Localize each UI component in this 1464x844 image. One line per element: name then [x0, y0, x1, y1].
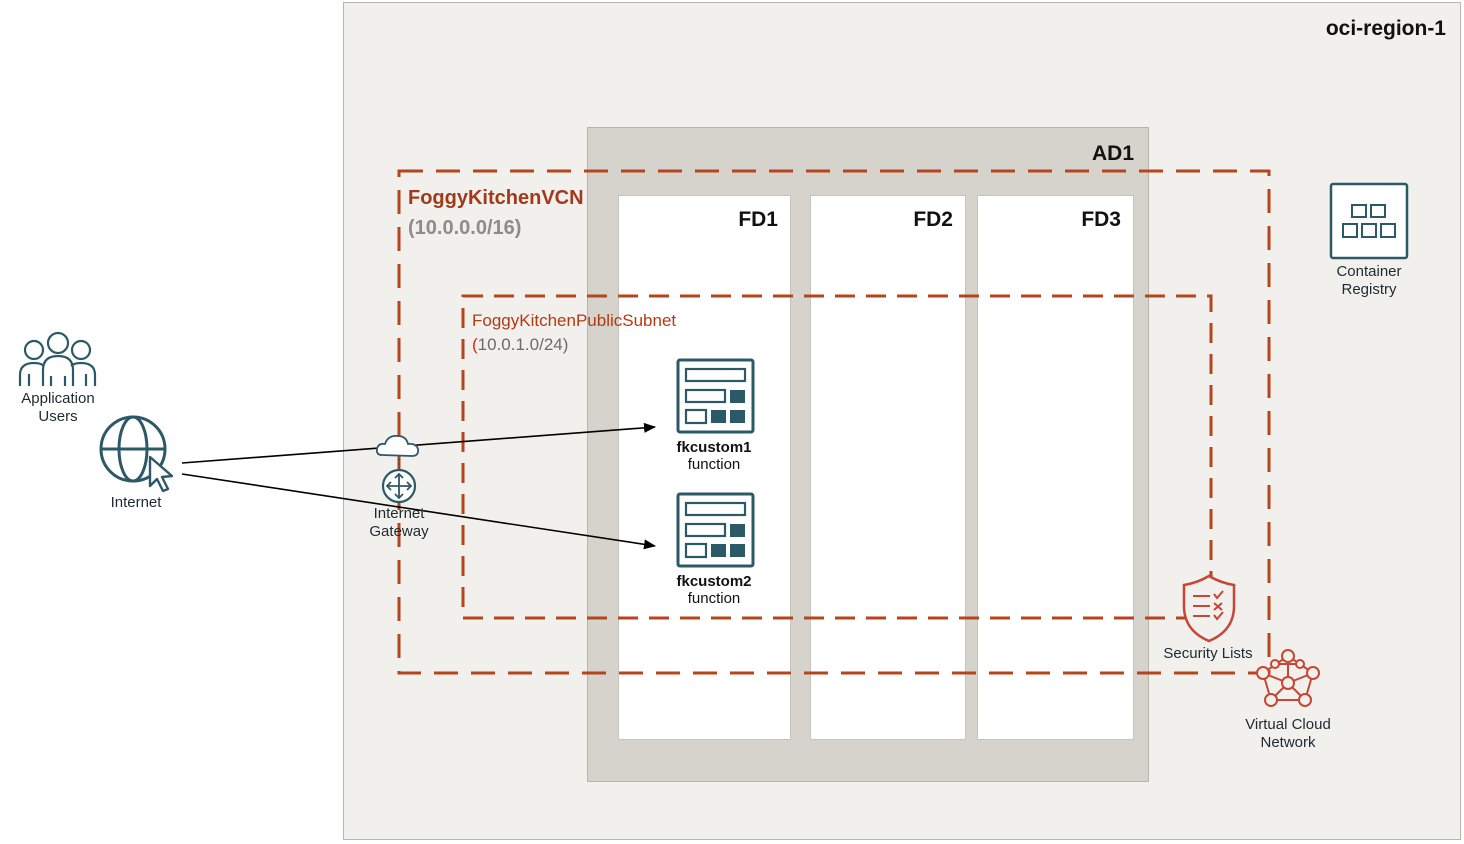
container-registry-icon [1329, 182, 1409, 260]
fault-domain-3: FD3 [977, 195, 1134, 740]
function-type-fkcustom2: function [687, 590, 741, 607]
function-name-fkcustom1: fkcustom1 [676, 439, 752, 456]
virtual-cloud-network-label-line2: Network [1260, 734, 1316, 751]
arrow-to-fkcustom2 [181, 473, 656, 550]
function-icon-fkcustom2 [676, 492, 755, 568]
region-label: oci-region-1 [1325, 17, 1446, 40]
container-registry-label: Container Registry [1309, 263, 1429, 299]
ad-label: AD1 [1091, 142, 1134, 165]
function-label-fkcustom2: fkcustom2 function [654, 573, 774, 607]
internet-gateway-label-line1: Internet [373, 505, 425, 522]
fd3-label: FD3 [1081, 208, 1121, 231]
internet-gateway-label: Internet Gateway [349, 505, 449, 541]
function-label-fkcustom1: fkcustom1 function [654, 439, 774, 473]
security-lists-icon [1182, 574, 1236, 643]
vcn-boundary [397, 169, 1271, 675]
subnet-cidr-value: 10.0.1.0/24) [477, 335, 569, 354]
security-lists-label: Security Lists [1163, 645, 1253, 662]
vcn-cidr: (10.0.0.0/16) [408, 217, 522, 239]
fd1-label: FD1 [738, 208, 778, 231]
internet-label: Internet [110, 494, 162, 511]
function-name-fkcustom2: fkcustom2 [676, 573, 752, 590]
container-registry-label-line1: Container [1336, 263, 1402, 280]
vcn-name: FoggyKitchenVCN [408, 187, 584, 209]
subnet-cidr-open-paren: ( [472, 335, 478, 354]
fd2-label: FD2 [913, 208, 953, 231]
internet-globe-icon [99, 415, 167, 483]
arrow-to-fkcustom1 [181, 422, 656, 464]
subnet-cidr: (10.0.1.0/24) [472, 335, 568, 355]
subnet-name: FoggyKitchenPublicSubnet [472, 311, 677, 330]
function-icon-fkcustom1 [676, 358, 755, 434]
container-registry-label-line2: Registry [1341, 281, 1397, 298]
virtual-cloud-network-label: Virtual Cloud Network [1228, 716, 1348, 752]
fault-domain-1: FD1 [618, 195, 791, 740]
internet-gateway-label-line2: Gateway [369, 523, 429, 540]
virtual-cloud-network-icon [1256, 649, 1320, 707]
fault-domain-2: FD2 [810, 195, 966, 740]
function-type-fkcustom1: function [687, 456, 741, 473]
subnet-boundary [461, 294, 1213, 620]
internet-gateway-icon [375, 435, 420, 504]
virtual-cloud-network-label-line1: Virtual Cloud [1245, 716, 1331, 733]
application-users-label-line2: Users [38, 408, 78, 425]
application-users-label-line1: Application [21, 390, 95, 407]
application-users-label: Application Users [8, 390, 108, 426]
cursor-icon [148, 455, 174, 493]
application-users-icon [18, 331, 97, 386]
